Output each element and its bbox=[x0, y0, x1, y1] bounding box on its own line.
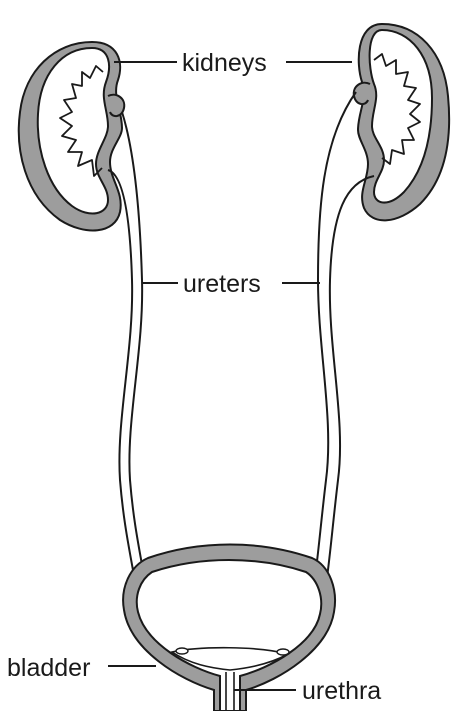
right-ureteral-opening bbox=[277, 649, 289, 655]
ureters-label: ureters bbox=[183, 270, 261, 298]
left-ureteral-opening bbox=[176, 648, 188, 654]
bladder-cavity bbox=[137, 560, 321, 711]
ureters bbox=[108, 92, 374, 600]
kidneys-label: kidneys bbox=[182, 49, 267, 77]
left-kidney bbox=[19, 42, 124, 230]
bladder-label: bladder bbox=[7, 654, 90, 682]
right-kidney bbox=[354, 24, 449, 220]
urethra-label: urethra bbox=[302, 677, 381, 705]
right-ureter-inner bbox=[324, 176, 374, 600]
left-ureter-inner bbox=[108, 170, 138, 600]
